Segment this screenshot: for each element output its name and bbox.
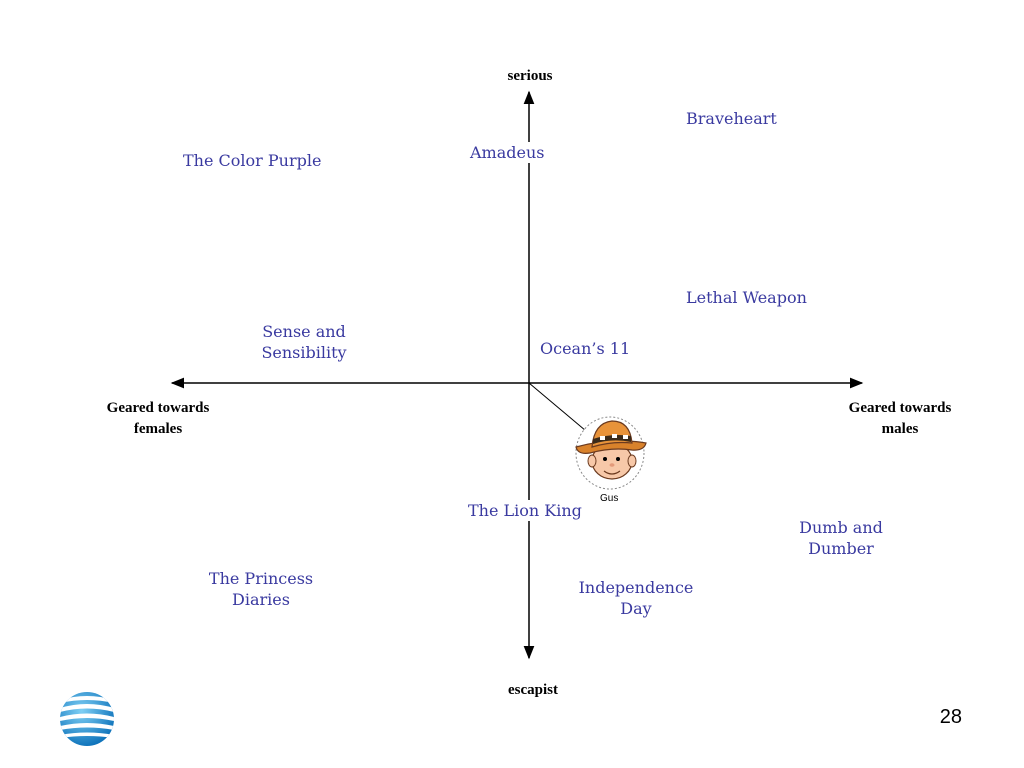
movie-the-color-purple: The Color Purple bbox=[183, 150, 322, 171]
axis-label-left: Geared towards females bbox=[106, 400, 210, 437]
movie-lethal-weapon: Lethal Weapon bbox=[686, 287, 807, 308]
movie-amadeus: Amadeus bbox=[470, 142, 545, 163]
movie-oceans-11: Ocean’s 11 bbox=[540, 338, 631, 359]
axis-label-right: Geared towards males bbox=[848, 400, 952, 437]
movie-the-princess-diaries: The Princess Diaries bbox=[200, 568, 322, 610]
page-number: 28 bbox=[939, 706, 962, 728]
movie-sense-and-sensibility: Sense and Sensibility bbox=[244, 321, 364, 363]
movie-the-lion-king: The Lion King bbox=[468, 500, 582, 521]
att-globe-logo bbox=[60, 692, 114, 746]
movie-braveheart: Braveheart bbox=[686, 108, 777, 129]
avatar-pointer-line bbox=[528, 382, 593, 437]
avatar-caption: Gus bbox=[600, 493, 619, 504]
cowboy-face-icon bbox=[575, 416, 647, 490]
movie-independence-day: Independence Day bbox=[572, 577, 700, 619]
movie-dumb-and-dumber: Dumb and Dumber bbox=[786, 517, 896, 559]
axis-label-top: serious bbox=[507, 68, 553, 84]
axis-label-bottom: escapist bbox=[508, 682, 558, 698]
